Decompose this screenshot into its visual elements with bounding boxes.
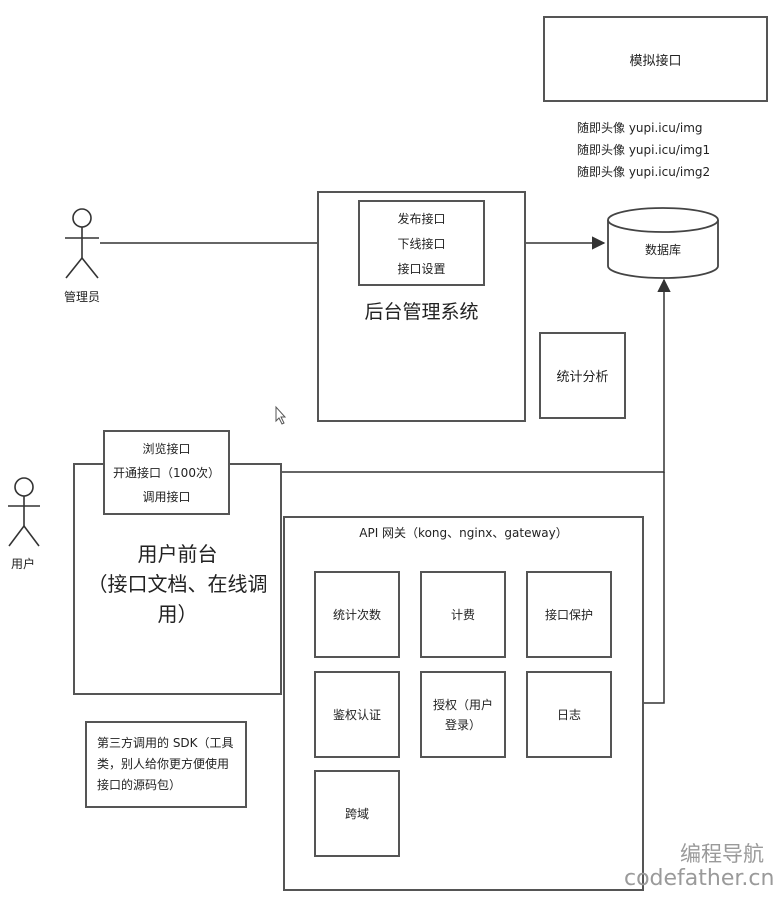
user-frontend-title-line2: （接口文档、在线调 — [87, 572, 268, 596]
gateway-to-database-line — [643, 472, 665, 704]
gateway-cors-box: 跨域 — [314, 770, 400, 857]
gateway-auth-box: 鉴权认证 — [314, 671, 400, 758]
frontend-actions-box: 浏览接口 开通接口（100次） 调用接口 — [103, 430, 230, 515]
gateway-authorization-label: 授权（用户登录） — [432, 697, 493, 732]
avatar-note: 随即头像 yupi.icu/img2 — [577, 165, 711, 179]
backend-action-publish: 发布接口 — [397, 211, 446, 226]
backend-system-title: 后台管理系统 — [364, 301, 479, 323]
mock-api-box: 模拟接口 — [543, 16, 768, 102]
backend-action-settings: 接口设置 — [397, 261, 446, 276]
backend-action-offline: 下线接口 — [397, 236, 446, 251]
gateway-log-label: 日志 — [556, 708, 581, 722]
gateway-billing-label: 计费 — [450, 608, 475, 622]
mock-api-label: 模拟接口 — [629, 53, 682, 69]
user-frontend-title: 用户前台 （接口文档、在线调 用） — [75, 539, 280, 629]
gateway-protection-label: 接口保护 — [544, 608, 593, 622]
watermark-url: codefather.cn — [624, 866, 775, 891]
watermark-title: 编程导航 — [680, 842, 764, 866]
gateway-log-box: 日志 — [526, 671, 612, 758]
gateway-count-box: 统计次数 — [314, 571, 400, 658]
database-label: 数据库 — [644, 242, 681, 257]
user-frontend-title-line3: 用） — [157, 602, 198, 626]
avatar-notes: 随即头像 yupi.icu/img 随即头像 yupi.icu/img1 随即头… — [577, 117, 710, 183]
avatar-note: 随即头像 yupi.icu/img — [577, 121, 703, 135]
admin-label: 管理员 — [64, 290, 101, 304]
backend-actions-box: 发布接口 下线接口 接口设置 — [358, 200, 485, 286]
gateway-authorization-box: 授权（用户登录） — [420, 671, 506, 758]
frontend-action-invoke: 调用接口 — [142, 490, 191, 504]
stats-analysis-box: 统计分析 — [539, 332, 626, 419]
avatar-note: 随即头像 yupi.icu/img1 — [577, 143, 711, 157]
cursor-icon — [275, 405, 287, 425]
gateway-count-label: 统计次数 — [332, 608, 381, 622]
frontend-action-browse: 浏览接口 — [142, 442, 191, 456]
sdk-note-box: 第三方调用的 SDK（工具类，别人给你更方便使用接口的源码包） — [85, 721, 247, 808]
gateway-billing-box: 计费 — [420, 571, 506, 658]
user-actor-icon — [8, 477, 40, 547]
api-gateway-title: API 网关（kong、nginx、gateway） — [359, 526, 568, 540]
stats-analysis-label: 统计分析 — [556, 370, 609, 385]
gateway-auth-label: 鉴权认证 — [332, 708, 381, 722]
gateway-protection-box: 接口保护 — [526, 571, 612, 658]
gateway-cors-label: 跨域 — [344, 807, 369, 821]
user-label: 用户 — [11, 557, 36, 571]
sdk-note-text: 第三方调用的 SDK（工具类，别人给你更方便使用接口的源码包） — [97, 736, 234, 792]
admin-actor-icon — [65, 208, 99, 279]
frontend-action-subscribe: 开通接口（100次） — [113, 466, 220, 480]
user-frontend-title-line1: 用户前台 — [137, 542, 218, 566]
